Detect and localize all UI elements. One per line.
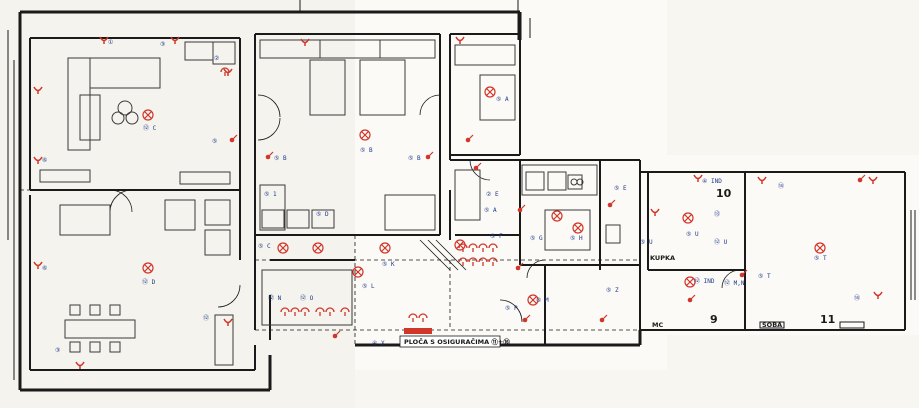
stairs [419, 239, 467, 271]
circuit-label: ③ [55, 347, 60, 354]
circuit-label: ⑤ D [316, 211, 329, 218]
circuit-label: ⑤ [212, 138, 217, 145]
mc-label: MC [652, 321, 663, 329]
circuit-label: ⑤ B [408, 155, 421, 162]
circuit-label: ⑥ [42, 265, 47, 272]
circuit-label: ④ IND [702, 178, 722, 185]
room-number-11: 11 [820, 313, 835, 326]
circuit-label: ② [214, 55, 219, 62]
panel-note-box [399, 335, 501, 348]
right-wing-windows [759, 210, 916, 329]
circuit-label: ⑤ A [484, 207, 497, 214]
circuit-label: ① [108, 39, 113, 46]
circuit-label: ⑤ U [640, 239, 653, 246]
bedroom-furniture [259, 39, 516, 231]
plan-sheet-right [630, 155, 919, 335]
room-number-9: 9 [710, 313, 718, 326]
circuit-label: ⑫ [203, 314, 209, 322]
dining-furniture [59, 199, 234, 366]
circuit-label: ⑤ A [496, 96, 509, 103]
circuit-label: ⑭ [778, 182, 784, 190]
room-number-10: 10 [716, 187, 732, 200]
circuit-label: ⑤ 1 [264, 191, 277, 198]
soba-label: SOBA [762, 321, 782, 329]
circuit-label: ⑫ IND [694, 277, 715, 285]
circuit-labels: ① ③ ② ⑫ C ⑥ ⑤ ⑫ D ⑥ ③ ⑫ ⑤ B ⑤ B ⑤ B ⑤ A … [42, 39, 860, 354]
circuit-label: ⑭ [854, 294, 860, 302]
panel-note: PLOČA S OSIGURAČIMA ⑪+⑯ [404, 337, 510, 346]
hall-furniture [259, 184, 353, 326]
circuit-label: ⑤ H [570, 235, 583, 242]
circuit-label: ⑫ D [142, 278, 156, 286]
circuit-label: ⑫ N [268, 294, 282, 302]
circuit-label: ③ [160, 41, 165, 48]
circuit-label: ⑫ C [143, 124, 157, 132]
circuit-label: ⑤ T [814, 255, 827, 262]
circuit-label: ② E [486, 191, 499, 198]
circuit-label: ⑤ L [362, 283, 375, 290]
circuit-label: ⑫ M,N [724, 279, 745, 287]
circuit-label: ⑤ U [686, 231, 699, 238]
circuit-label: ④ X [372, 340, 385, 347]
circuit-label: ⑤ K [382, 261, 395, 268]
right-wing-walls [640, 171, 906, 331]
circuit-label: ⑤ T [758, 273, 771, 280]
living-room-furniture [39, 41, 236, 185]
circuit-label: ⑤ F [490, 233, 503, 240]
circuit-label: ⑤ Z [606, 287, 619, 294]
circuit-label: ⑤ C [258, 243, 271, 250]
circuit-label: ⑬ [714, 210, 720, 218]
circuit-label: ⑤ M [536, 297, 549, 304]
kitchen-furniture [454, 164, 621, 251]
circuit-label: ⑤ G [530, 235, 543, 242]
circuit-label: ⑤ P [505, 305, 518, 312]
kupka-label: KUPKA [650, 254, 675, 262]
circuit-label: ⑫ U [714, 238, 728, 246]
circuit-label: ⑤ B [360, 147, 373, 154]
circuit-label: ⑤ B [274, 155, 287, 162]
circuit-label: ⑥ [42, 157, 47, 164]
circuit-label: ⑫ O [300, 294, 314, 302]
plan-sheet-left [0, 0, 355, 408]
circuit-label: ⑤ E [614, 185, 627, 192]
plan-sheet-middle [355, 0, 667, 370]
fuse-panel [404, 328, 432, 334]
